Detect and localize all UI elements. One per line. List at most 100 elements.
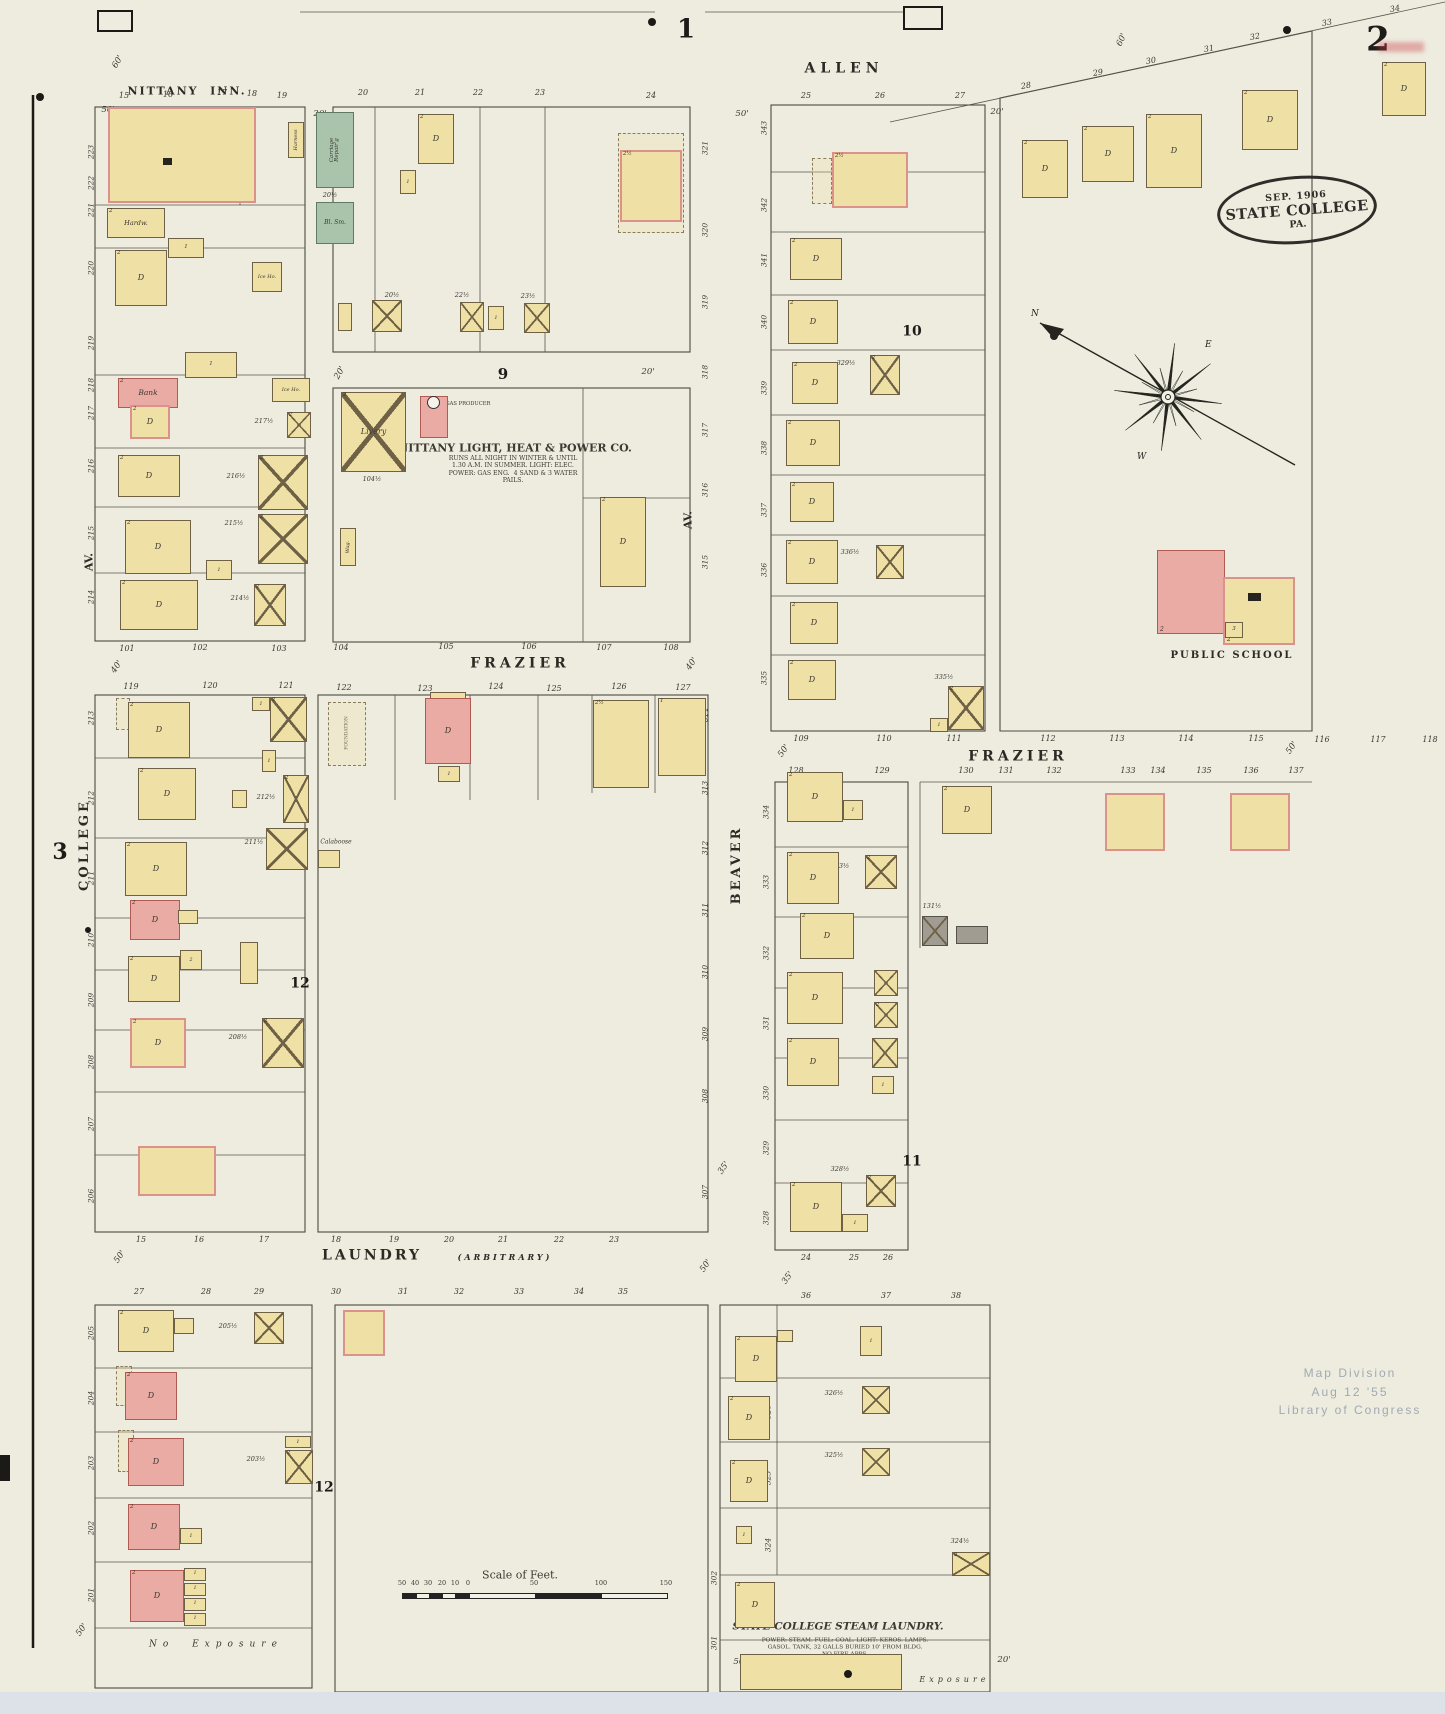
lot-number: 19 xyxy=(276,91,288,101)
storey-count: 2 xyxy=(272,697,276,703)
building: 2 xyxy=(952,1552,990,1576)
building-label: D xyxy=(155,600,163,609)
house-number: 319 xyxy=(700,294,710,310)
red-ink-mark xyxy=(1378,42,1424,52)
lot-number: 33 xyxy=(1321,17,1333,29)
house-number: 342 xyxy=(759,197,769,213)
storey-count: 2 xyxy=(343,392,347,398)
street-label-arbitrary: (ARBITRARY) xyxy=(457,1252,553,1263)
building-label: Livery xyxy=(360,427,387,436)
house-number: 341 xyxy=(759,252,769,268)
storey-count: 2 xyxy=(868,1175,872,1181)
building xyxy=(318,850,340,868)
storey-count: 2 xyxy=(109,208,113,214)
house-number: 218 xyxy=(86,377,96,393)
lot-number: 28 xyxy=(1020,80,1032,92)
building-label: D xyxy=(163,789,171,798)
building-label: Hardw. xyxy=(124,218,148,227)
house-number: 343 xyxy=(759,120,769,136)
house-number: 313 xyxy=(700,780,710,796)
house-number: 210 xyxy=(86,932,96,948)
map-label: 208½ xyxy=(228,1033,248,1042)
building-label: D xyxy=(808,497,816,506)
lot-number: 25 xyxy=(848,1253,860,1263)
building: 2 xyxy=(287,412,311,438)
scale-tick: 150 xyxy=(659,1579,673,1588)
building: 2 xyxy=(254,584,286,626)
building xyxy=(862,1448,890,1476)
lot-number: 126 xyxy=(611,682,627,692)
building-label: Wag. xyxy=(344,540,351,554)
house-number: 211 xyxy=(86,870,96,886)
building-label: Carriage Repair'g xyxy=(328,137,341,163)
building: 2 xyxy=(258,455,308,510)
building-1: 1 xyxy=(842,1214,868,1232)
building xyxy=(138,1146,216,1196)
building-d: D xyxy=(425,698,471,764)
building-label: D xyxy=(444,726,452,735)
map-label: 335½ xyxy=(934,673,954,682)
storey-count: 2 xyxy=(285,775,289,781)
house-number: 209 xyxy=(86,992,96,1008)
building-label: D xyxy=(154,542,162,551)
building: 2 xyxy=(1157,550,1225,634)
house-number: 205 xyxy=(86,1325,96,1341)
building-label: D xyxy=(153,1591,161,1600)
building-label: 1 xyxy=(296,1438,300,1445)
lot-number: 25 xyxy=(800,91,812,101)
building-label: D xyxy=(146,417,154,426)
building-wag-: Wag. xyxy=(340,528,356,566)
building-label: D xyxy=(152,1457,160,1466)
registration-mark xyxy=(903,6,943,30)
storey-count: 2 xyxy=(790,300,794,306)
lot-number: 29 xyxy=(1092,67,1104,79)
map-label: 211½ xyxy=(244,838,264,847)
building-label: D xyxy=(752,1354,760,1363)
block-number-11: 11 xyxy=(902,1153,922,1170)
house-number: 337 xyxy=(759,502,769,518)
building-label: D xyxy=(1170,146,1178,155)
house-number: 221 xyxy=(86,202,96,218)
building xyxy=(427,396,440,409)
house-number: 301 xyxy=(709,1635,719,1651)
house-number: 334 xyxy=(761,804,771,820)
storey-count: 2 xyxy=(127,1372,131,1378)
lot-number: 117 xyxy=(1370,735,1386,745)
lot-number: 121 xyxy=(278,681,294,691)
registration-mark xyxy=(1283,26,1291,34)
lot-number: 114 xyxy=(1178,734,1194,744)
lot-number: 115 xyxy=(1248,734,1264,744)
map-label: 203½ xyxy=(246,1455,266,1464)
house-number: 201 xyxy=(86,1587,96,1603)
map-label: No Exposure xyxy=(149,1639,283,1650)
house-number: 307 xyxy=(700,1184,710,1200)
storey-count: 2½ xyxy=(835,153,844,159)
building-label: 1 xyxy=(217,566,221,573)
building-1: 1 xyxy=(930,718,948,732)
building-label: D xyxy=(150,974,158,983)
lot-number: 119 xyxy=(123,682,139,692)
building-1: 1 xyxy=(168,238,204,258)
building-label: D xyxy=(150,1522,158,1531)
label-nittany-inn: NITTANY INN. xyxy=(127,84,247,98)
map-label: 23½ xyxy=(520,292,536,301)
storey-count: 2 xyxy=(792,1182,796,1188)
lot-number: 33 xyxy=(513,1287,525,1297)
street-label-frazier-west: FRAZIER xyxy=(470,655,570,672)
lot-number: 34 xyxy=(573,1287,585,1297)
building-label: D xyxy=(745,1476,753,1485)
map-label: 328½ xyxy=(830,1165,850,1174)
map-label: 216½ xyxy=(226,472,246,481)
map-label: 333½ xyxy=(830,862,850,871)
lot-number: 22 xyxy=(472,88,484,98)
building xyxy=(1230,793,1290,851)
building-carriage-repair-g: Carriage Repair'g xyxy=(316,112,354,188)
building-label: 1 xyxy=(267,757,271,764)
